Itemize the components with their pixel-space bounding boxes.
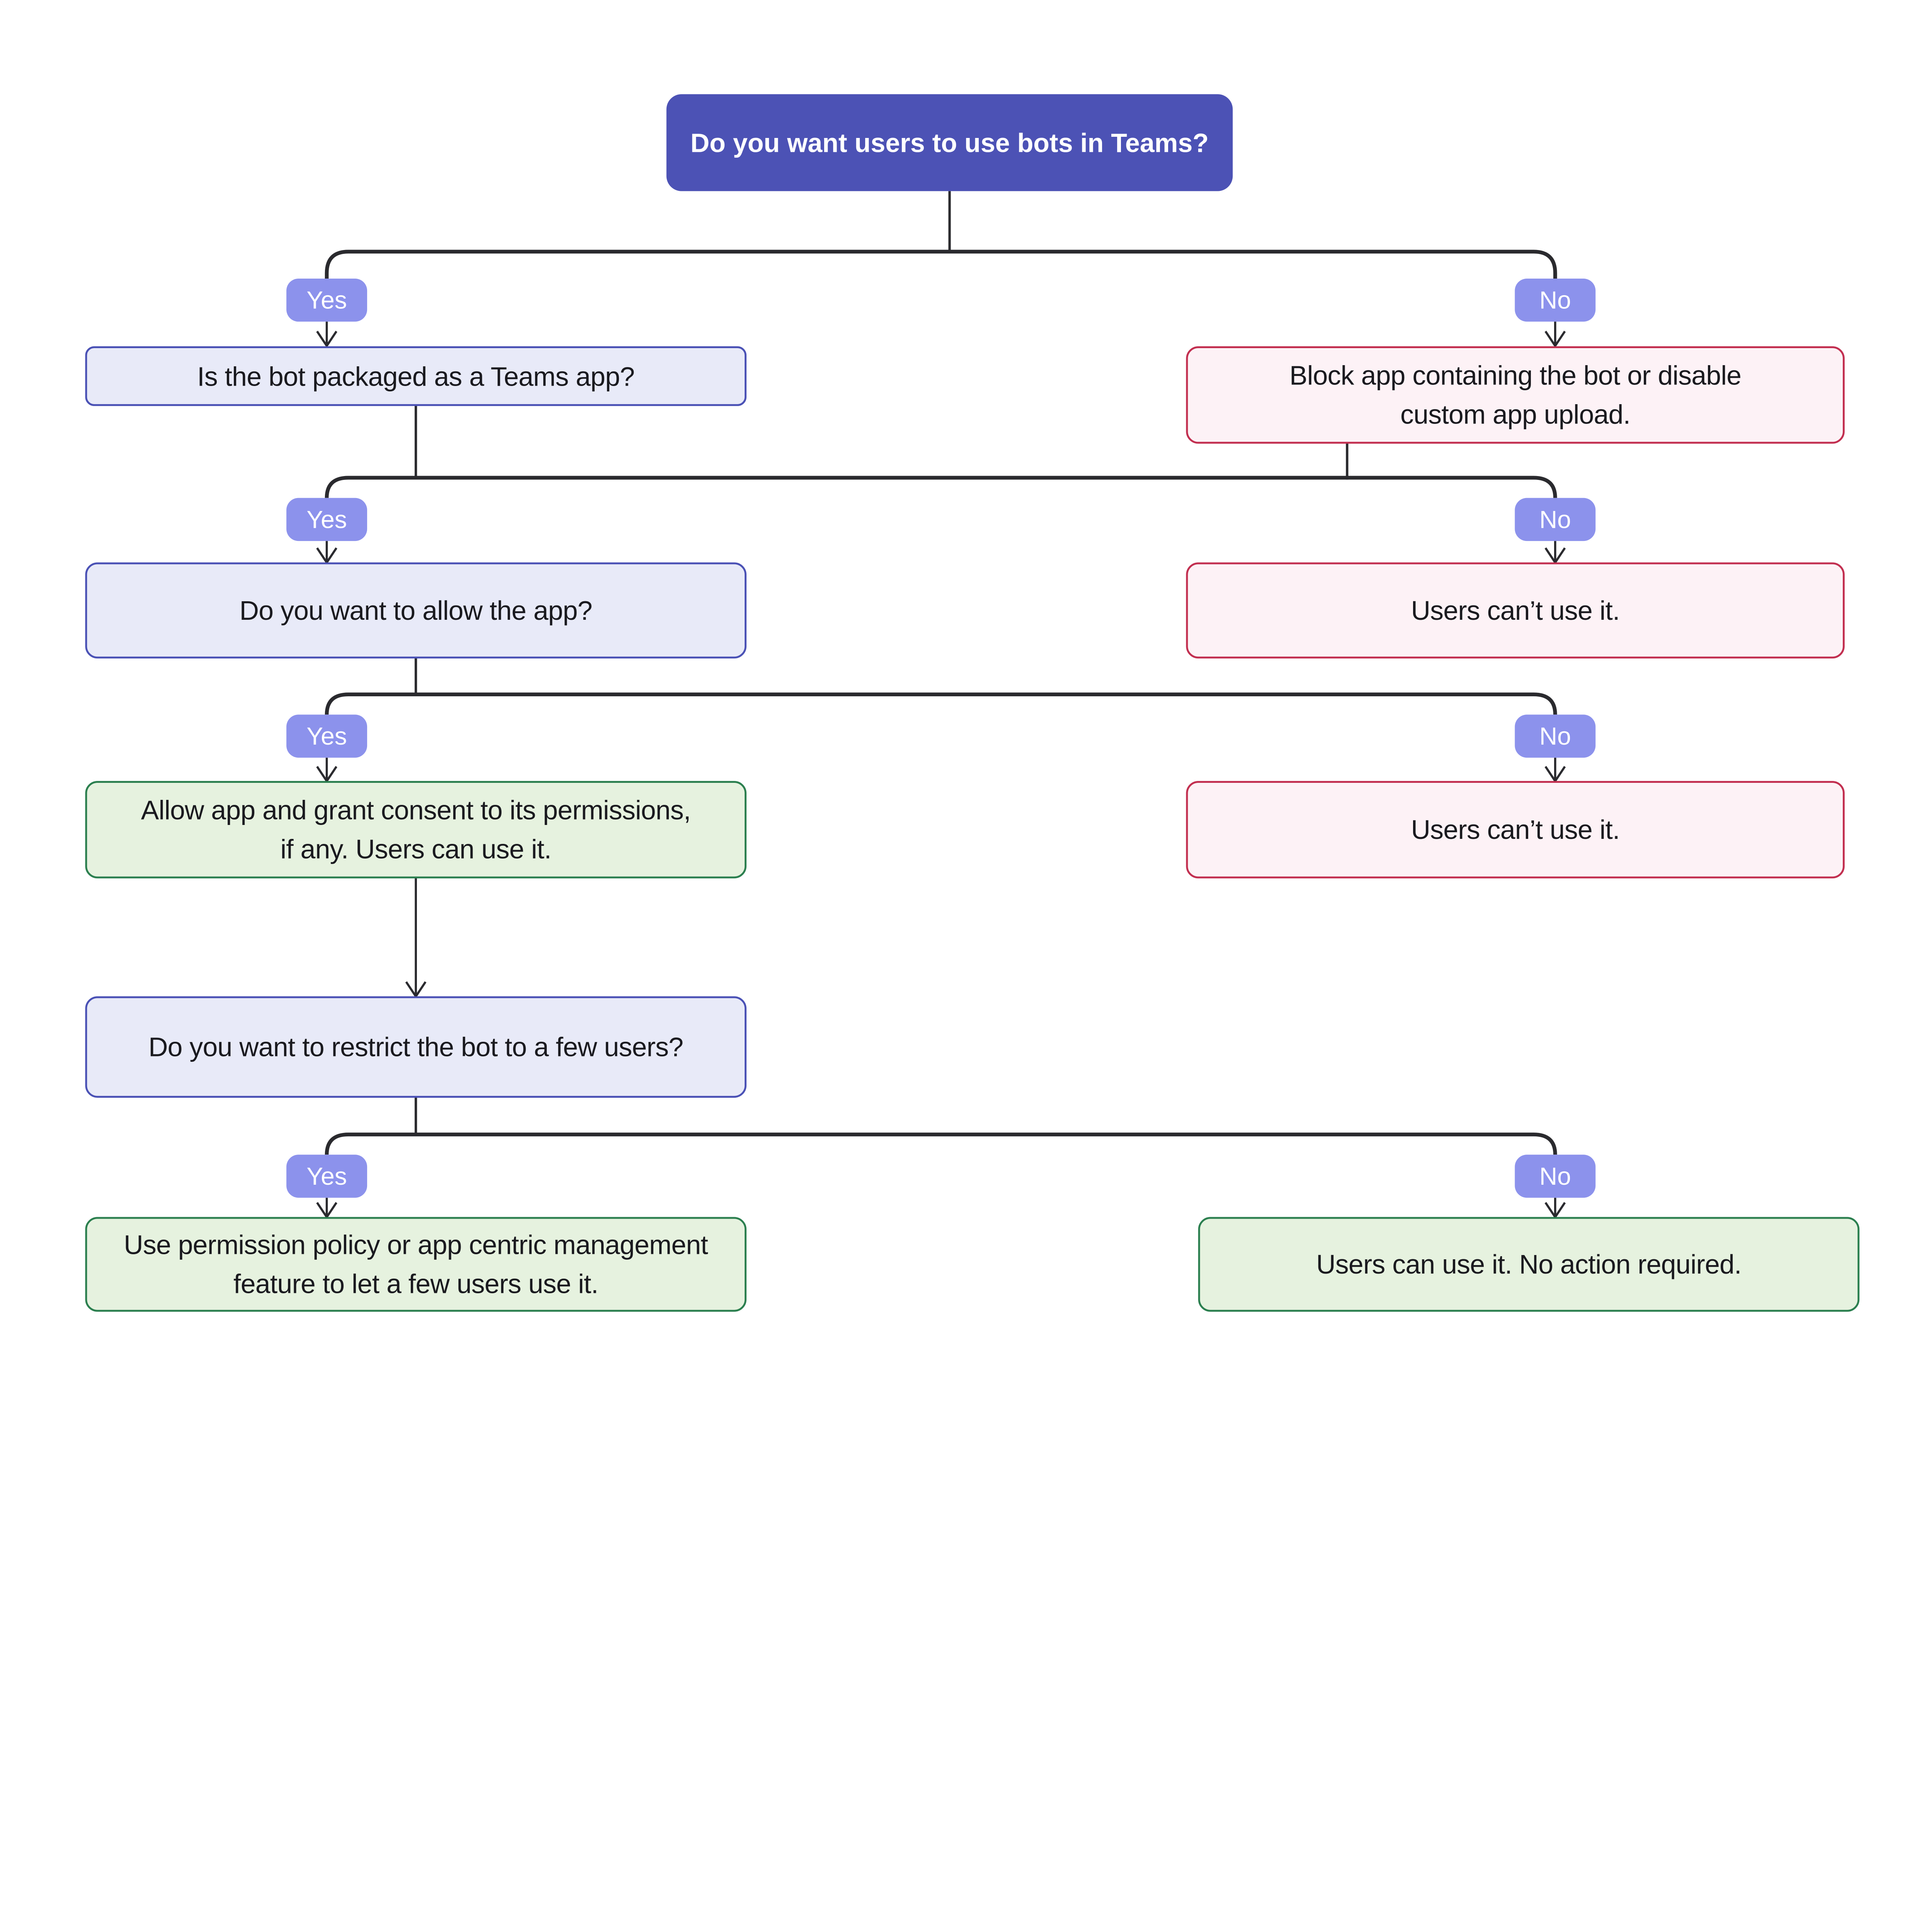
node-q-restrict-box <box>85 996 747 1098</box>
badge-no-1-label: No <box>1539 286 1571 314</box>
node-q-restrict: Do you want to restrict the bot to a few… <box>85 996 747 1098</box>
node-root: Do you want users to use bots in Teams? <box>666 94 1233 191</box>
node-q-allow: Do you want to allow the app? <box>85 562 747 659</box>
badge-yes-4-pill <box>286 1155 367 1198</box>
edge-rail-3 <box>325 692 1557 715</box>
badge-no-4: No <box>1515 1155 1596 1198</box>
node-allow-app-label-line2: if any. Users can use it. <box>281 834 551 864</box>
node-allow-app-box <box>85 781 747 879</box>
node-root-box <box>666 94 1233 191</box>
node-cant-use-2-label: Users can’t use it. <box>1411 815 1620 845</box>
node-can-use: Users can use it. No action required. <box>1198 1217 1860 1312</box>
badge-yes-1: Yes <box>286 278 367 322</box>
badge-yes-2-pill <box>286 498 367 541</box>
badge-no-4-pill <box>1515 1155 1596 1198</box>
badge-yes-3-label: Yes <box>306 722 347 750</box>
badge-no-4-label: No <box>1539 1162 1571 1190</box>
node-cant-use-2-box <box>1186 781 1845 879</box>
node-use-permission-policy: Use permission policy or app centric man… <box>85 1217 747 1312</box>
node-cant-use-2: Users can’t use it. <box>1186 781 1845 879</box>
node-can-use-box <box>1198 1217 1860 1312</box>
badge-yes-4: Yes <box>286 1155 367 1198</box>
badge-no-1: No <box>1515 278 1596 322</box>
node-root-label: Do you want users to use bots in Teams? <box>690 129 1209 158</box>
node-q-packaged-label: Is the bot packaged as a Teams app? <box>197 362 634 392</box>
node-q-packaged-box <box>85 346 747 406</box>
badge-yes-2: Yes <box>286 498 367 541</box>
node-use-permission-policy-label-line2: feature to let a few users use it. <box>233 1269 598 1299</box>
flowchart-page: Do you want users to use bots in Teams? … <box>85 94 1860 1312</box>
badge-yes-3: Yes <box>286 714 367 758</box>
node-cant-use-1-box <box>1186 562 1845 659</box>
badge-no-2-pill <box>1515 498 1596 541</box>
node-block-app-box <box>1186 346 1845 444</box>
badge-no-2: No <box>1515 498 1596 541</box>
node-block-app-label-line2: custom app upload. <box>1400 400 1630 430</box>
node-q-allow-box <box>85 562 747 659</box>
node-use-permission-policy-box <box>85 1217 747 1312</box>
node-allow-app-label-line1: Allow app and grant consent to its permi… <box>141 795 691 825</box>
arrowhead <box>316 330 338 348</box>
edge-rail-4 <box>325 1133 1557 1155</box>
badge-yes-1-pill <box>286 278 367 322</box>
node-cant-use-1-label: Users can’t use it. <box>1411 595 1620 626</box>
badge-no-3-pill <box>1515 714 1596 758</box>
badge-yes-1-label: Yes <box>306 286 347 314</box>
node-can-use-label: Users can use it. No action required. <box>1316 1249 1742 1279</box>
badge-no-1-pill <box>1515 278 1596 322</box>
edge-rail-1 <box>325 250 1557 279</box>
badge-yes-4-label: Yes <box>306 1162 347 1190</box>
edge-rail-2 <box>325 476 1557 498</box>
badge-no-3: No <box>1515 714 1596 758</box>
node-q-allow-label: Do you want to allow the app? <box>240 595 592 626</box>
node-block-app-label-line1: Block app containing the bot or disable <box>1289 361 1741 391</box>
arrowhead <box>1544 330 1566 348</box>
badge-no-3-label: No <box>1539 722 1571 750</box>
node-allow-app: Allow app and grant consent to its permi… <box>85 781 747 879</box>
badge-yes-3-pill <box>286 714 367 758</box>
badge-yes-2-label: Yes <box>306 505 347 533</box>
node-q-packaged: Is the bot packaged as a Teams app? <box>85 346 747 406</box>
node-cant-use-1: Users can’t use it. <box>1186 562 1845 659</box>
badge-no-2-label: No <box>1539 505 1571 533</box>
node-block-app: Block app containing the bot or disable … <box>1186 346 1845 444</box>
flowchart: Do you want users to use bots in Teams? … <box>85 94 1860 1312</box>
node-q-restrict-label: Do you want to restrict the bot to a few… <box>148 1032 683 1062</box>
node-use-permission-policy-label-line1: Use permission policy or app centric man… <box>124 1230 708 1260</box>
